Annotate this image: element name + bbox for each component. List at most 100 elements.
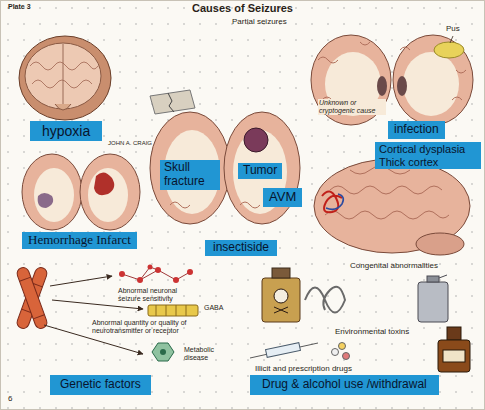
- spray-can: [418, 275, 448, 322]
- poison-bottle: [272, 268, 290, 278]
- cause-box: hypoxia: [30, 121, 102, 141]
- coronal-brain-trauma: [150, 90, 300, 224]
- cause-box: Tumor: [238, 163, 282, 179]
- neuron-network: [119, 265, 193, 284]
- spray-can: [418, 282, 448, 322]
- caption-text: Environmental toxins: [335, 327, 409, 336]
- cause-label: Hemorrhage Infarct: [28, 233, 131, 248]
- liquor-bottle: [443, 350, 465, 362]
- coronal-brain-infection: [311, 35, 391, 125]
- caption-text: Abnormal quantity or quality of neurotra…: [92, 319, 202, 335]
- neuron-network: [122, 267, 190, 280]
- lateral-brain-avm: [325, 211, 449, 219]
- syringe: [266, 343, 301, 358]
- cause-label: insectiside: [213, 241, 269, 255]
- cause-box: Drug & alcohol use /withdrawal: [250, 375, 439, 395]
- neuron-network: [119, 271, 125, 277]
- hypoxia-head: [25, 43, 101, 109]
- chromosome: [20, 277, 31, 281]
- hypoxia-head: [55, 104, 71, 110]
- neuron-network: [137, 277, 143, 283]
- metabolic-molecule: [152, 343, 174, 361]
- cause-box: infection: [388, 121, 445, 139]
- coronal-brain-hemorrhage: [94, 172, 114, 195]
- liquor-bottle: [438, 327, 470, 372]
- hypoxia-head: [63, 44, 64, 108]
- chromosome: [15, 266, 48, 330]
- coronal-brain-hemorrhage: [22, 154, 82, 230]
- chromosome: [15, 266, 48, 330]
- cause-box: insectiside: [205, 240, 277, 256]
- coronal-brain-hemorrhage: [80, 154, 140, 230]
- poison-bottle: [262, 278, 300, 322]
- coronal-brain-trauma: [224, 112, 300, 224]
- insecticide-hose: [305, 287, 345, 313]
- caption-text: GABA: [204, 304, 223, 312]
- gaba-receptor: [148, 305, 198, 316]
- caption-text: Pus: [446, 24, 460, 33]
- cause-label: Genetic factors: [60, 378, 141, 392]
- neuron-network: [187, 269, 193, 275]
- coronal-brain-hemorrhage: [88, 168, 128, 222]
- poison-bottle: [274, 289, 288, 303]
- caption-text: Congenital abnormalities: [350, 261, 438, 270]
- cause-label: AVM: [269, 190, 296, 205]
- liquor-bottle: [438, 340, 470, 372]
- syringe: [250, 343, 318, 358]
- coronal-brain-infection: [450, 36, 453, 43]
- gaba-receptor: [148, 305, 198, 316]
- poison-bottle: [274, 307, 288, 313]
- coronal-brain-hemorrhage: [34, 168, 74, 222]
- chromosome: [15, 266, 48, 330]
- hypoxia-head: [19, 36, 111, 120]
- coronal-brain-infection: [311, 35, 473, 125]
- cause-box: Genetic factors: [50, 375, 151, 395]
- cause-label: Drug & alcohol use /withdrawal: [262, 378, 427, 392]
- caption-text: Abnormal neuronal seizure sensitivity: [118, 287, 190, 303]
- coronal-brain-trauma: [244, 128, 268, 152]
- cause-label: Cortical dysplasia Thick cortex: [379, 143, 477, 168]
- coronal-brain-trauma: [150, 90, 195, 114]
- caption-text: JOHN A. CRAIG: [108, 140, 152, 147]
- coronal-brain-infection: [403, 52, 459, 116]
- pills: [339, 343, 346, 350]
- gaba-receptor: [156, 305, 186, 316]
- coronal-brain-hemorrhage: [22, 154, 140, 230]
- coronal-brain-infection: [318, 42, 370, 100]
- liquor-bottle: [447, 327, 461, 340]
- lateral-brain-avm: [326, 194, 343, 209]
- caption-text: Metabolic disease: [184, 346, 224, 362]
- neuron-network: [173, 277, 179, 283]
- coronal-brain-trauma: [150, 112, 230, 224]
- coronal-brain-trauma: [168, 93, 174, 112]
- pills: [343, 353, 350, 360]
- caption-text: 6: [8, 394, 12, 403]
- pills: [332, 343, 350, 360]
- metabolic-molecule: [160, 349, 166, 355]
- coronal-brain-infection: [393, 35, 473, 125]
- spray-can: [427, 276, 439, 282]
- caption-text: Unknown or cryptogenic cause: [318, 99, 386, 115]
- coronal-brain-infection: [434, 42, 464, 58]
- metabolic-molecule: [152, 343, 174, 361]
- cause-label: Tumor: [243, 164, 277, 178]
- coronal-brain-hemorrhage: [38, 193, 53, 208]
- lateral-brain-avm: [416, 233, 464, 255]
- neuron-network: [155, 267, 161, 273]
- lateral-brain-avm: [330, 186, 442, 194]
- cause-box: AVM: [263, 188, 302, 207]
- hypoxia-head: [19, 36, 111, 120]
- coronal-brain-trauma: [170, 202, 260, 208]
- cause-label: hypoxia: [42, 123, 90, 139]
- insecticide-hose: [305, 287, 345, 313]
- neuron-network: [148, 265, 153, 270]
- spray-can: [439, 275, 447, 278]
- poison-bottle: [262, 268, 300, 322]
- caption-text: Partial seizures: [232, 17, 287, 26]
- caption-text: Plate 3: [8, 3, 31, 11]
